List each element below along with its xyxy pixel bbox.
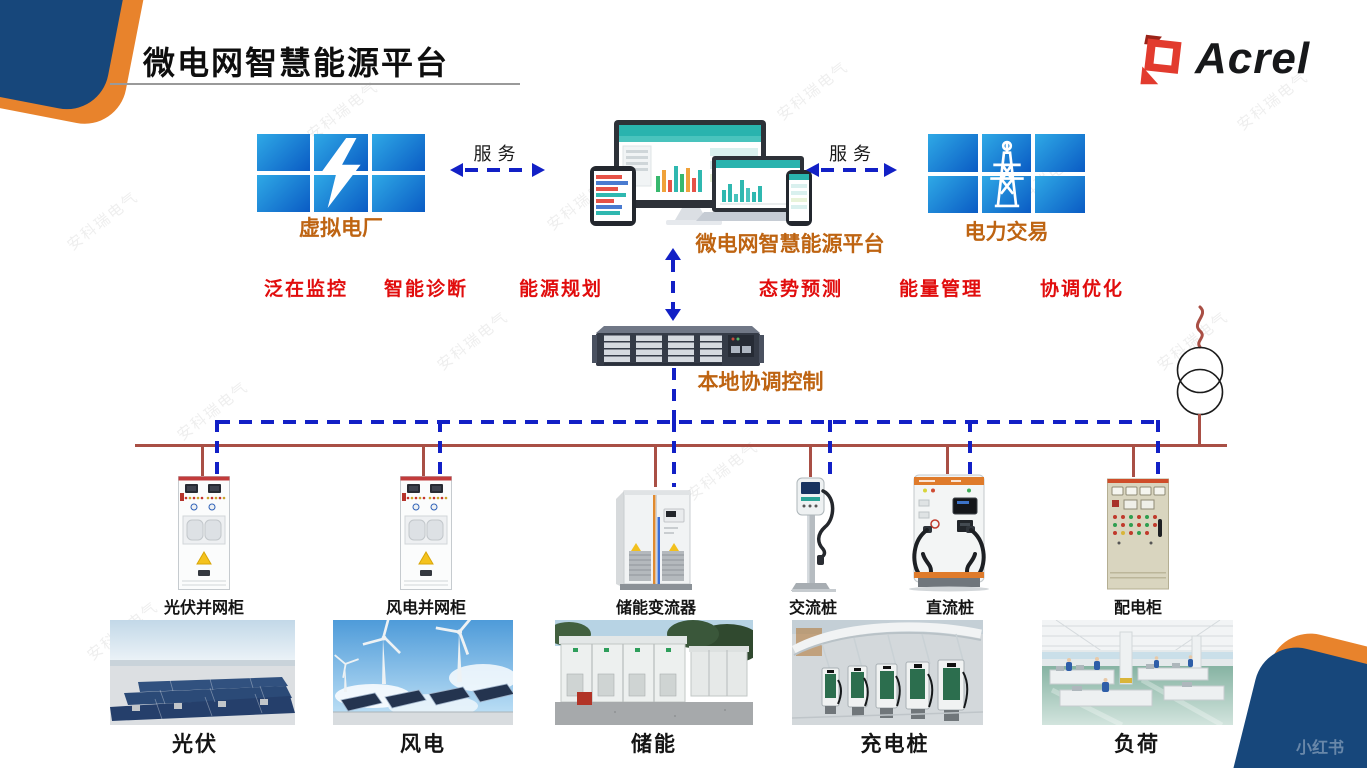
acrel-logo-icon — [1140, 34, 1182, 85]
comm-drop — [215, 420, 219, 476]
photo-label: 光伏 — [172, 733, 218, 756]
capability-item: 能量管理 — [899, 279, 984, 300]
blue-tile — [928, 134, 978, 172]
equipment-label: 配电柜 — [1113, 600, 1162, 617]
comm-drop — [968, 420, 972, 474]
pv-grid-cabinet-illustration — [178, 476, 230, 590]
equipment-label: 风电并网柜 — [385, 600, 466, 617]
title-underline — [110, 83, 520, 85]
power-bus-line — [135, 444, 1227, 447]
comm-drop — [828, 420, 832, 477]
storage-converter-illustration — [616, 490, 692, 590]
corner-decoration-blue — [1218, 638, 1367, 768]
dashboard-screens-illustration — [590, 120, 812, 226]
transmission-tower-icon — [990, 140, 1024, 208]
power-drop — [654, 444, 657, 487]
blue-tile — [371, 134, 425, 171]
capability-item: 泛在监控 — [264, 279, 349, 300]
wind-photo — [333, 620, 513, 725]
lightning-icon — [319, 138, 361, 208]
watermark: 安科瑞电气 — [174, 378, 252, 445]
pv-photo — [110, 620, 295, 725]
service-label-right: 服务 — [829, 144, 877, 164]
distribution-cabinet-illustration — [1107, 478, 1169, 590]
platform-watermark: 小红书 — [1296, 740, 1345, 757]
arrow-up-icon — [665, 248, 681, 260]
power-drop — [1132, 444, 1135, 477]
power-drop — [201, 444, 204, 476]
comm-drop — [438, 420, 442, 476]
photo-label: 风电 — [400, 733, 446, 756]
service-dashed-line-left — [465, 168, 531, 172]
watermark: 安科瑞电气 — [434, 308, 512, 375]
charging-piles-photo — [792, 620, 983, 725]
acrel-logo-text: Acrel — [1195, 34, 1311, 83]
local-controller-label: 本地协调控制 — [697, 371, 824, 394]
virtual-power-plant-tiles — [257, 134, 425, 212]
photo-label: 充电桩 — [860, 733, 930, 756]
capability-item: 能源规划 — [519, 279, 604, 300]
equipment-label: 储能变流器 — [615, 600, 696, 617]
controller-comm-drop — [672, 368, 676, 420]
capability-item: 协调优化 — [1040, 279, 1125, 300]
arrow-left-icon — [806, 163, 819, 177]
equipment-label: 直流桩 — [925, 600, 974, 617]
photo-label: 负荷 — [1114, 733, 1160, 756]
watermark: 安科瑞电气 — [64, 188, 142, 255]
virtual-power-plant-label: 虚拟电厂 — [299, 217, 383, 240]
power-trading-label: 电力交易 — [964, 221, 1049, 244]
watermark: 安科瑞电气 — [774, 58, 852, 125]
dc-charging-pile-illustration — [909, 474, 989, 592]
arrow-down-icon — [665, 309, 681, 321]
ac-charging-pile-illustration — [791, 477, 836, 592]
blue-tile — [928, 175, 978, 213]
equipment-label: 交流桩 — [788, 600, 837, 617]
equipment-label: 光伏并网柜 — [163, 600, 244, 617]
comm-drop — [1156, 420, 1160, 477]
server-rack-illustration — [592, 326, 764, 366]
blue-tile — [1035, 175, 1085, 213]
blue-tile — [257, 134, 311, 171]
blue-tile — [1035, 134, 1085, 172]
comm-drop — [672, 420, 676, 487]
platform-label: 微电网智慧能源平台 — [695, 233, 885, 256]
capability-item: 态势预测 — [759, 279, 844, 300]
page-title: 微电网智慧能源平台 — [143, 45, 450, 81]
blue-tile — [257, 175, 311, 212]
comm-dashed-bus — [217, 420, 1158, 424]
capability-item: 智能诊断 — [384, 279, 469, 300]
transformer-symbol — [1176, 305, 1224, 416]
service-label-left: 服务 — [473, 144, 522, 164]
wind-grid-cabinet-illustration — [400, 476, 452, 590]
photo-label: 储能 — [631, 733, 677, 756]
arrow-right-icon — [884, 163, 897, 177]
power-drop — [422, 444, 425, 476]
power-drop — [809, 444, 812, 477]
arrow-left-icon — [450, 163, 463, 177]
platform-controller-dashed-line — [671, 260, 675, 310]
service-dashed-line-right — [821, 168, 883, 172]
transformer-bus-link — [1198, 414, 1201, 445]
blue-tile — [371, 175, 425, 212]
acrel-logo: Acrel — [1133, 32, 1310, 86]
arrow-right-icon — [532, 163, 545, 177]
power-drop — [946, 444, 949, 474]
load-photo — [1042, 620, 1233, 725]
storage-photo — [555, 620, 753, 725]
